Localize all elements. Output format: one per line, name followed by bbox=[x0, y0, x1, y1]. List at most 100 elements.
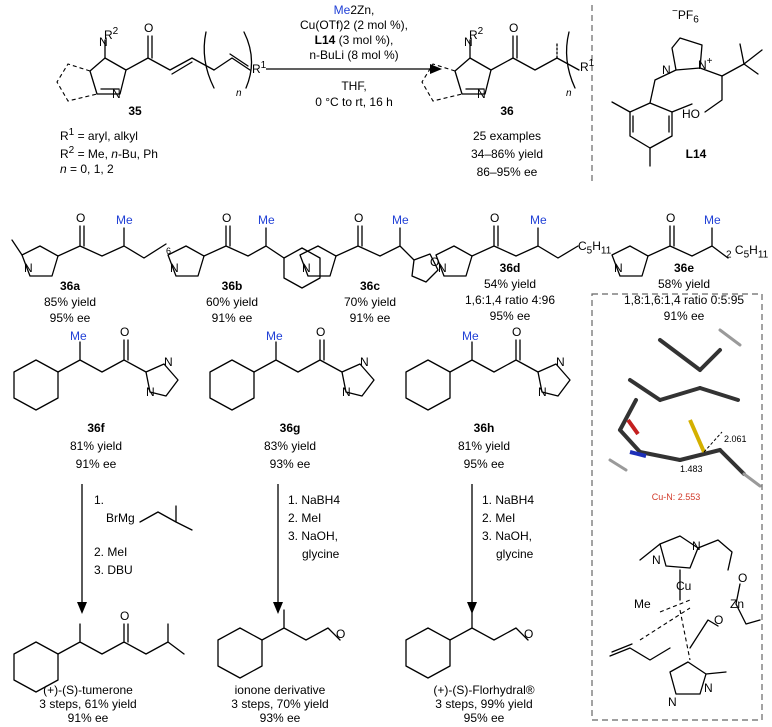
app-36g-step4: glycine bbox=[302, 547, 340, 561]
example-36c-yield: 70% yield bbox=[343, 295, 397, 309]
product-stat-1: 25 examples bbox=[472, 129, 542, 143]
reagent-line-6: 0 °C to rt, 16 h bbox=[315, 95, 393, 109]
app-h-o: O bbox=[512, 325, 522, 339]
reagent-line-5: THF, bbox=[341, 79, 367, 93]
example-36a-ee: 95% ee bbox=[49, 311, 91, 325]
ex-b-o: O bbox=[222, 211, 232, 225]
app-g-me: Me bbox=[266, 329, 283, 343]
app-f-n1: N bbox=[164, 355, 173, 369]
app-36f-grignard: BrMg bbox=[106, 511, 135, 525]
app-36f-label: 36f bbox=[87, 421, 105, 435]
example-36c-label: 36c bbox=[359, 279, 381, 293]
app-36h-step3: 3. NaOH, bbox=[482, 529, 533, 543]
ts-3d-model bbox=[608, 328, 762, 488]
app-36h-ee: 95% ee bbox=[463, 457, 505, 471]
ex-e-n: N bbox=[614, 261, 623, 275]
example-36a-label: 36a bbox=[59, 279, 81, 293]
ex-c-me: Me bbox=[392, 213, 409, 227]
substrate-35-structure bbox=[56, 31, 253, 102]
ex-c-ofuran: O bbox=[430, 255, 440, 269]
product-label: 36 bbox=[500, 104, 514, 118]
reagent-line-2: Cu(OTf)2 (2 mol %), bbox=[299, 18, 409, 32]
substrate-n2: N bbox=[112, 87, 121, 101]
ligand-n2: N+ bbox=[698, 56, 713, 72]
final-36f-summary: 3 steps, 61% yield bbox=[39, 697, 137, 711]
app-36h-step2: 2. MeI bbox=[482, 511, 516, 525]
app-h-me: Me bbox=[462, 329, 479, 343]
example-36a-yield: 85% yield bbox=[43, 295, 97, 309]
ts-dist-2: 1.483 bbox=[680, 464, 703, 474]
app-36f-step2: 2. MeI bbox=[94, 545, 128, 559]
ex-e-me: Me bbox=[704, 213, 721, 227]
ts-o1: O bbox=[738, 571, 748, 585]
application-structures bbox=[13, 339, 571, 411]
final-36h-product: (+)-(S)-Florhydral® bbox=[433, 683, 535, 697]
final-36h-ee: 95% ee bbox=[463, 711, 505, 725]
app-36g-yield: 83% yield bbox=[263, 439, 317, 453]
ex-e-c5h11: 2 C5H11 bbox=[726, 243, 769, 261]
example-36b-yield: 60% yield bbox=[205, 295, 259, 309]
app-g-o: O bbox=[316, 325, 326, 339]
substrate-n: n bbox=[236, 88, 242, 99]
product-o: O bbox=[509, 21, 519, 35]
ts-o2: O bbox=[714, 613, 724, 627]
app-36h-step1: 1. NaBH4 bbox=[482, 493, 535, 507]
app-36g-step3: 3. NaOH, bbox=[288, 529, 339, 543]
app-36f-step1: 1. bbox=[94, 493, 105, 507]
final-f-o: O bbox=[120, 609, 130, 623]
app-h-n2: N bbox=[538, 385, 547, 399]
product-n: n bbox=[566, 88, 572, 99]
example-36e-ratio: 1,8:1,6:1,4 ratio 0:5:95 bbox=[623, 293, 745, 307]
product-stat-3: 86–95% ee bbox=[476, 165, 538, 179]
app-36h-yield: 81% yield bbox=[457, 439, 511, 453]
substrate-o: O bbox=[144, 21, 154, 35]
ligand-ho: HO bbox=[682, 107, 700, 121]
ex-c-n: N bbox=[302, 261, 311, 275]
app-f-n2: N bbox=[146, 385, 155, 399]
n-definition: n = 0, 1, 2 bbox=[60, 162, 114, 176]
example-structures bbox=[11, 225, 729, 289]
final-36g-product: ionone derivative bbox=[234, 683, 326, 697]
final-36f-product: (+)-(S)-tumerone bbox=[43, 683, 133, 697]
app-36f-step3: 3. DBU bbox=[94, 563, 133, 577]
example-36d-ratio: 1,6:1,4 ratio 4:96 bbox=[464, 293, 556, 307]
product-stat-2: 34–86% yield bbox=[470, 147, 544, 161]
example-36c-ee: 91% ee bbox=[349, 311, 391, 325]
app-36f-yield: 81% yield bbox=[69, 439, 123, 453]
ex-a-o: O bbox=[76, 211, 86, 225]
example-36d-yield: 54% yield bbox=[483, 277, 537, 291]
product-n2: N bbox=[477, 87, 486, 101]
ts-dist-1: 2.061 bbox=[724, 434, 747, 444]
ligand-label: L14 bbox=[685, 147, 707, 161]
product-36-structure bbox=[421, 31, 580, 102]
r2-definition: R2 = Me, n-Bu, Ph bbox=[60, 145, 158, 161]
ex-a-sub: 6 bbox=[166, 246, 172, 256]
final-36f-ee: 91% ee bbox=[67, 711, 109, 725]
product-n1: N bbox=[464, 35, 473, 49]
r1-definition: R1 = aryl, alkyl bbox=[60, 127, 138, 143]
ex-e-o: O bbox=[666, 211, 676, 225]
substrate-r2: R2 bbox=[104, 26, 119, 42]
ts-n2: N bbox=[692, 539, 701, 553]
app-36f-ee: 91% ee bbox=[75, 457, 117, 471]
ex-b-me: Me bbox=[258, 213, 275, 227]
ts-cu-n-distance: Cu-N: 2.553 bbox=[651, 492, 701, 502]
ex-d-me: Me bbox=[530, 213, 547, 227]
example-36e-ee: 91% ee bbox=[663, 309, 705, 323]
final-g-o: O bbox=[336, 627, 346, 641]
ts-zn: Zn bbox=[730, 597, 745, 611]
app-g-n1: N bbox=[360, 355, 369, 369]
ligand-counterion: −PF6 bbox=[672, 6, 699, 26]
ts-box bbox=[591, 293, 763, 721]
reagent-line-3: L14 (3 mol %), bbox=[314, 33, 394, 47]
reagent-line-1: Me2Zn, bbox=[333, 3, 375, 17]
example-36e-yield: 58% yield bbox=[657, 277, 711, 291]
ts-n4: N bbox=[668, 695, 677, 709]
example-36d-label: 36d bbox=[499, 261, 521, 275]
product-r1: R1 bbox=[580, 58, 595, 74]
app-f-me: Me bbox=[70, 329, 87, 343]
ligand-L14-structure bbox=[611, 37, 763, 167]
reagent-line-4: n-BuLi (8 mol %) bbox=[309, 48, 399, 62]
final-36h-summary: 3 steps, 99% yield bbox=[435, 697, 533, 711]
